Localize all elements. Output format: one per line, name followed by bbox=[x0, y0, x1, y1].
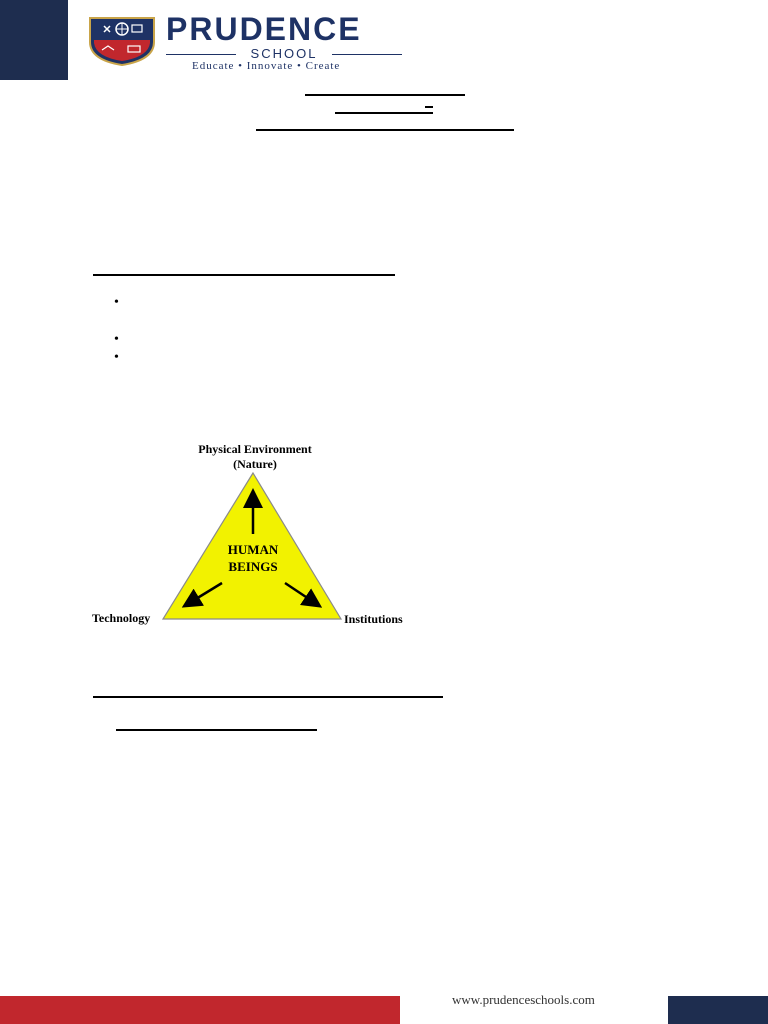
header-corner-block bbox=[0, 0, 68, 80]
school-name: PRUDENCE bbox=[166, 11, 362, 47]
school-crest-icon bbox=[89, 17, 155, 66]
arrow-down-left-icon bbox=[181, 581, 223, 608]
subheading-underline bbox=[116, 729, 317, 731]
school-tagline: Educate • Innovate • Create bbox=[192, 60, 341, 72]
section-heading-underline-2 bbox=[93, 696, 443, 698]
title-underline-3 bbox=[256, 129, 514, 131]
footer-corner-block bbox=[668, 996, 768, 1024]
title-underline-1 bbox=[305, 94, 465, 96]
human-environment-triangle-diagram: Physical Environment (Nature) HUMAN BEIN… bbox=[90, 435, 420, 635]
footer-red-bar bbox=[0, 996, 400, 1024]
triangle-shape bbox=[161, 471, 343, 620]
school-logo: PRUDENCE SCHOOL Educate • Innovate • Cre… bbox=[86, 11, 406, 72]
bullet-point: • bbox=[114, 350, 119, 365]
label-human-beings: HUMAN BEINGS bbox=[227, 542, 279, 574]
arrow-down-right-icon bbox=[284, 581, 323, 608]
footer-website: www.prudenceschools.com bbox=[452, 992, 595, 1007]
title-underline-2 bbox=[335, 112, 433, 114]
bullet-point: • bbox=[114, 332, 119, 347]
label-physical-environment: Physical Environment (Nature) bbox=[198, 442, 312, 471]
triangle-graphic bbox=[161, 471, 343, 620]
bullet-point: • bbox=[114, 295, 119, 310]
label-technology: Technology bbox=[92, 611, 151, 625]
label-institutions: Institutions bbox=[344, 612, 403, 626]
section-heading-underline bbox=[93, 274, 395, 276]
title-underline-dash bbox=[425, 106, 433, 108]
school-subtitle: SCHOOL bbox=[166, 46, 402, 61]
